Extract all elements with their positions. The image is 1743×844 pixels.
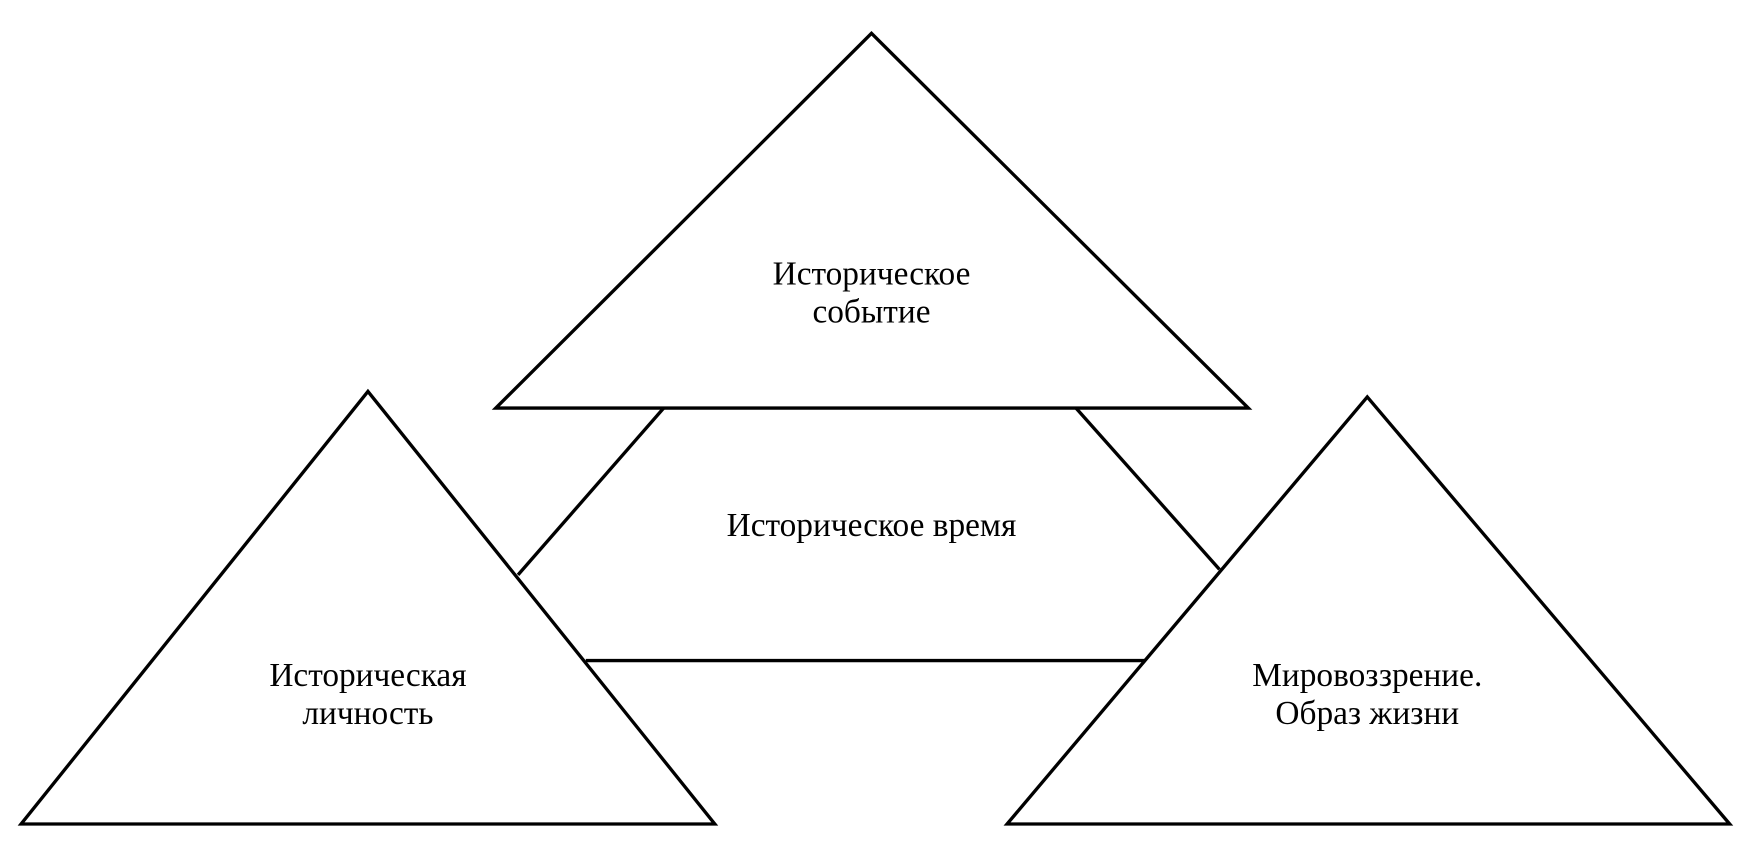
right-triangle: Мировоззрение. Образ жизни: [1003, 394, 1734, 826]
top-label-line1: Историческое: [773, 256, 971, 293]
top-triangle-shape: [491, 31, 1253, 410]
trapezoid-right-edge: [1074, 406, 1221, 571]
right-triangle-shape: [1003, 394, 1734, 826]
center-trapezoid: Историческое время: [516, 406, 1221, 663]
trapezoid-left-edge: [516, 407, 665, 576]
left-label-line1: Историческая: [269, 657, 466, 694]
right-label-line1: Мировоззрение.: [1252, 657, 1482, 694]
top-label-line2: событие: [812, 293, 930, 330]
center-label: Историческое время: [727, 507, 1017, 544]
left-triangle: Историческая личность: [17, 388, 719, 826]
right-label-line2: Образ жизни: [1275, 695, 1459, 732]
left-label-line2: личность: [302, 695, 433, 732]
top-triangle: Историческое событие: [491, 31, 1253, 410]
left-triangle-shape: [17, 388, 719, 826]
